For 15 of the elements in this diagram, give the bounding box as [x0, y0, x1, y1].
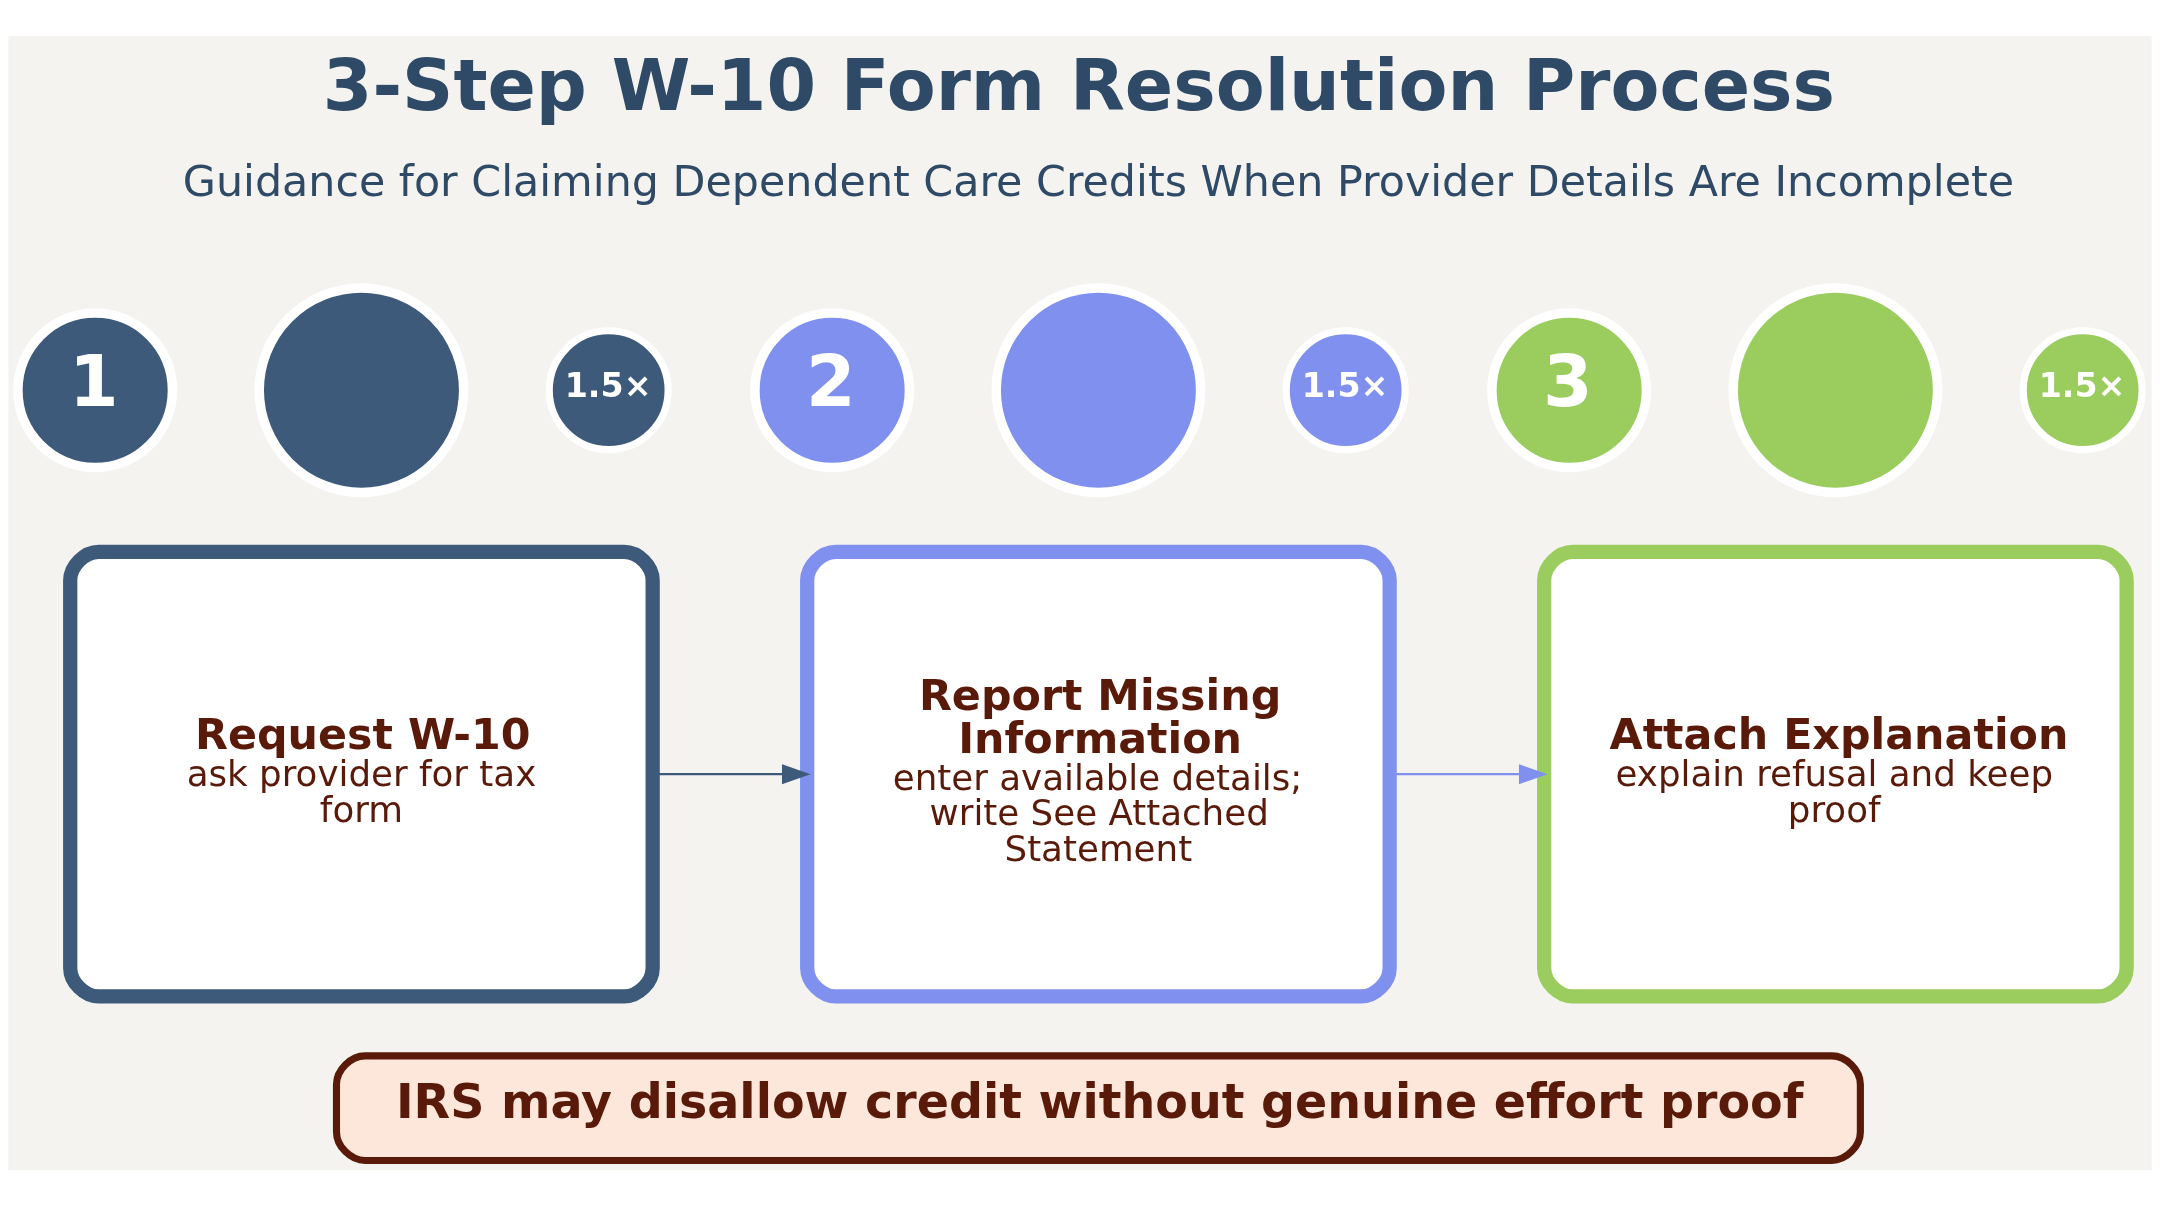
node-box: Request W-10 ask provider for tax form — [63, 544, 660, 1004]
node-circle: 3 — [1487, 308, 1652, 473]
node-box: Attach Explanation explain refusal and keep proof — [1537, 544, 2134, 1004]
node-box: Report Missing Information enter available details; write See Attached Statement — [800, 544, 1397, 1004]
label: Guidance for Claiming Dependent Care Credits When Provider Details Are Incomplete — [182, 156, 2015, 207]
node-circle: 2 — [750, 308, 915, 473]
node-circle — [1728, 283, 1943, 498]
node-circle: 1.5× — [2019, 327, 2146, 454]
node-box: IRS may disallow credit without genuine effort proof — [332, 1052, 1864, 1165]
node-circle — [254, 283, 469, 498]
node-circle — [991, 283, 1206, 498]
node-circle: 1 — [13, 308, 178, 473]
diagram-title: 3-Step W-10 Form Resolution Process — [322, 43, 1835, 127]
node-circle: 1.5× — [1282, 327, 1409, 454]
node-circle: 1.5× — [545, 327, 672, 454]
